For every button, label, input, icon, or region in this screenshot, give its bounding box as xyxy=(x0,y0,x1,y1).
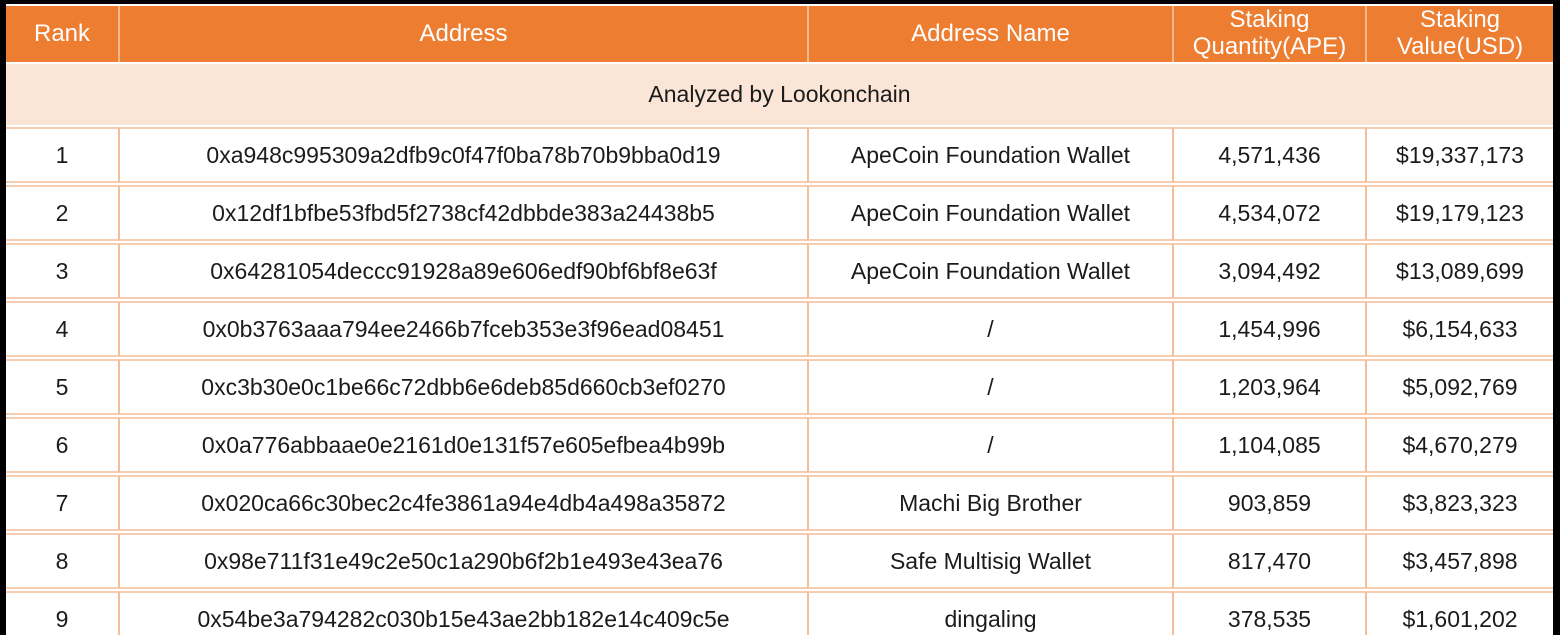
header-row: Rank Address Address Name Staking Quanti… xyxy=(6,6,1553,62)
analyzed-by-banner: Analyzed by Lookonchain xyxy=(6,64,1553,125)
staking-quantity-cell: 817,470 xyxy=(1172,533,1365,589)
staking-quantity-cell: 903,859 xyxy=(1172,475,1365,531)
rank-cell: 3 xyxy=(6,243,118,299)
address-name-cell: ApeCoin Foundation Wallet xyxy=(807,127,1172,183)
staking-leaderboard-table: Rank Address Address Name Staking Quanti… xyxy=(6,4,1553,635)
address-name-cell: Machi Big Brother xyxy=(807,475,1172,531)
staking-value-cell: $5,092,769 xyxy=(1365,359,1553,415)
banner-row: Analyzed by Lookonchain xyxy=(6,64,1553,125)
staking-quantity-cell: 1,104,085 xyxy=(1172,417,1365,473)
staking-quantity-cell: 4,571,436 xyxy=(1172,127,1365,183)
address-name-cell: ApeCoin Foundation Wallet xyxy=(807,243,1172,299)
staking-value-cell: $19,179,123 xyxy=(1365,185,1553,241)
address-cell: 0x64281054deccc91928a89e606edf90bf6bf8e6… xyxy=(118,243,807,299)
rank-cell: 4 xyxy=(6,301,118,357)
staking-value-cell: $3,823,323 xyxy=(1365,475,1553,531)
table-row: 1 0xa948c995309a2dfb9c0f47f0ba78b70b9bba… xyxy=(6,127,1553,183)
col-header-staking-quantity: Staking Quantity(APE) xyxy=(1172,6,1365,62)
rank-cell: 5 xyxy=(6,359,118,415)
staking-value-cell: $6,154,633 xyxy=(1365,301,1553,357)
rank-cell: 1 xyxy=(6,127,118,183)
staking-value-cell: $13,089,699 xyxy=(1365,243,1553,299)
address-name-cell: / xyxy=(807,301,1172,357)
col-header-address: Address xyxy=(118,6,807,62)
staking-quantity-cell: 1,454,996 xyxy=(1172,301,1365,357)
staking-value-cell: $4,670,279 xyxy=(1365,417,1553,473)
address-cell: 0xc3b30e0c1be66c72dbb6e6deb85d660cb3ef02… xyxy=(118,359,807,415)
address-name-cell: dingaling xyxy=(807,591,1172,635)
address-name-cell: / xyxy=(807,417,1172,473)
address-cell: 0x0a776abbaae0e2161d0e131f57e605efbea4b9… xyxy=(118,417,807,473)
col-header-staking-value: Staking Value(USD) xyxy=(1365,6,1553,62)
table-row: 7 0x020ca66c30bec2c4fe3861a94e4db4a498a3… xyxy=(6,475,1553,531)
table-row: 6 0x0a776abbaae0e2161d0e131f57e605efbea4… xyxy=(6,417,1553,473)
rank-cell: 9 xyxy=(6,591,118,635)
table-row: 4 0x0b3763aaa794ee2466b7fceb353e3f96ead0… xyxy=(6,301,1553,357)
table-row: 9 0x54be3a794282c030b15e43ae2bb182e14c40… xyxy=(6,591,1553,635)
rank-cell: 6 xyxy=(6,417,118,473)
staking-quantity-cell: 1,203,964 xyxy=(1172,359,1365,415)
staking-quantity-cell: 3,094,492 xyxy=(1172,243,1365,299)
address-cell: 0x54be3a794282c030b15e43ae2bb182e14c409c… xyxy=(118,591,807,635)
address-cell: 0x12df1bfbe53fbd5f2738cf42dbbde383a24438… xyxy=(118,185,807,241)
address-cell: 0x0b3763aaa794ee2466b7fceb353e3f96ead084… xyxy=(118,301,807,357)
rank-cell: 2 xyxy=(6,185,118,241)
address-cell: 0xa948c995309a2dfb9c0f47f0ba78b70b9bba0d… xyxy=(118,127,807,183)
address-name-cell: ApeCoin Foundation Wallet xyxy=(807,185,1172,241)
staking-quantity-cell: 378,535 xyxy=(1172,591,1365,635)
address-name-cell: / xyxy=(807,359,1172,415)
staking-quantity-cell: 4,534,072 xyxy=(1172,185,1365,241)
staking-value-cell: $19,337,173 xyxy=(1365,127,1553,183)
address-name-cell: Safe Multisig Wallet xyxy=(807,533,1172,589)
table-row: 8 0x98e711f31e49c2e50c1a290b6f2b1e493e43… xyxy=(6,533,1553,589)
staking-value-cell: $1,601,202 xyxy=(1365,591,1553,635)
table-row: 2 0x12df1bfbe53fbd5f2738cf42dbbde383a244… xyxy=(6,185,1553,241)
col-header-rank: Rank xyxy=(6,6,118,62)
staking-value-cell: $3,457,898 xyxy=(1365,533,1553,589)
col-header-address-name: Address Name xyxy=(807,6,1172,62)
address-cell: 0x98e711f31e49c2e50c1a290b6f2b1e493e43ea… xyxy=(118,533,807,589)
rank-cell: 8 xyxy=(6,533,118,589)
rank-cell: 7 xyxy=(6,475,118,531)
table-row: 5 0xc3b30e0c1be66c72dbb6e6deb85d660cb3ef… xyxy=(6,359,1553,415)
address-cell: 0x020ca66c30bec2c4fe3861a94e4db4a498a358… xyxy=(118,475,807,531)
table-body: Analyzed by Lookonchain 1 0xa948c995309a… xyxy=(6,64,1553,635)
table-row: 3 0x64281054deccc91928a89e606edf90bf6bf8… xyxy=(6,243,1553,299)
